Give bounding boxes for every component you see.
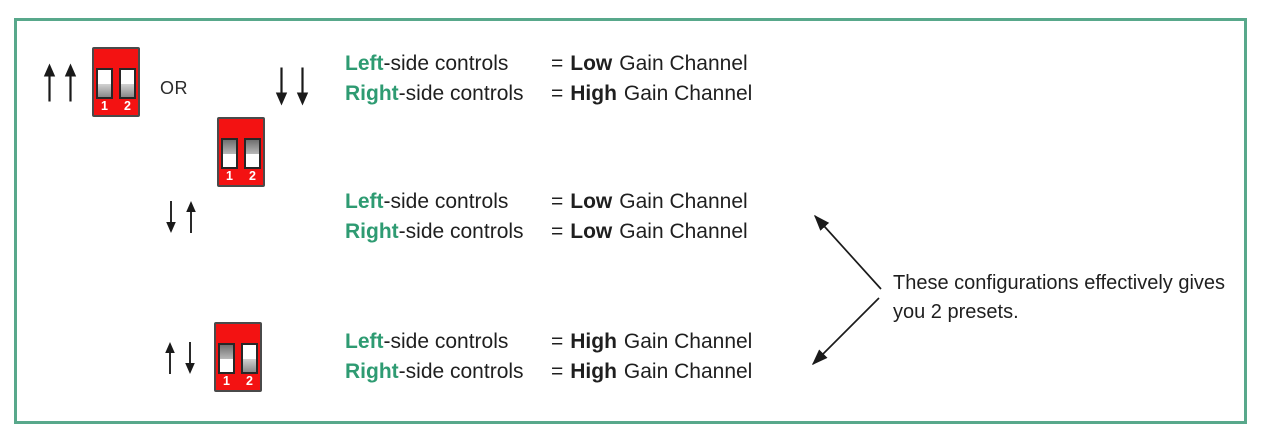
up-arrow-icon (185, 201, 197, 233)
up-arrow-icon (164, 342, 176, 374)
down-arrow-icon (184, 342, 196, 374)
row2-arrows (165, 201, 197, 233)
dip-switch-both-down: 1 2 (217, 117, 265, 187)
gain-word: High (570, 82, 617, 105)
gain-channel-text: Gain Channel (623, 360, 753, 383)
annotation-text: These configurations effectively gives y… (893, 272, 1226, 323)
side-word: Left (345, 52, 384, 75)
up-arrow-icon (64, 63, 77, 102)
equals-sign: = (551, 330, 564, 353)
side-suffix: -side controls (398, 360, 524, 383)
side-word: Left (345, 190, 384, 213)
pin-label-1: 1 (223, 374, 230, 388)
gain-channel-text: Gain Channel (619, 52, 748, 75)
gain-channel-text: Gain Channel (623, 330, 753, 353)
down-arrow-icon (165, 201, 177, 233)
side-suffix: -side controls (383, 190, 509, 213)
or-label: OR (160, 78, 188, 98)
side-label: Right-side controls (345, 79, 551, 109)
dip-pin-labels: 1 2 (216, 374, 260, 388)
equals-sign: = (551, 52, 564, 75)
side-label: Right-side controls (345, 357, 551, 387)
pin-label-1: 1 (101, 99, 108, 113)
gain-word: Low (570, 190, 613, 213)
dip-slot-2 (241, 343, 258, 374)
side-word: Right (345, 360, 399, 383)
equals-sign: = (551, 220, 564, 243)
up-arrow-icon (43, 63, 56, 102)
dip-slot-1 (221, 138, 238, 169)
side-suffix: -side controls (383, 52, 509, 75)
equals-sign: = (551, 360, 564, 383)
side-word: Left (345, 330, 384, 353)
pin-label-2: 2 (124, 99, 131, 113)
side-label: Left-side controls (345, 327, 551, 357)
dip-slot-2 (119, 68, 136, 99)
equals-sign: = (551, 82, 564, 105)
gain-channel-text: Gain Channel (619, 190, 748, 213)
dip-slot-2 (244, 138, 261, 169)
row1-left-arrows (43, 63, 77, 102)
dip-pin-labels: 1 2 (219, 169, 263, 183)
gain-word: High (570, 330, 617, 353)
gain-word: High (570, 360, 617, 383)
dip-slots (216, 343, 260, 374)
side-suffix: -side controls (398, 220, 524, 243)
side-label: Left-side controls (345, 187, 551, 217)
down-arrow-icon (275, 67, 288, 106)
row1-right-arrows (275, 67, 309, 106)
annotation-arrows (802, 205, 897, 375)
dip-slots (94, 68, 138, 99)
side-label: Right-side controls (345, 217, 551, 247)
pin-label-2: 2 (246, 374, 253, 388)
row3-arrows (164, 342, 196, 374)
pin-label-1: 1 (226, 169, 233, 183)
gain-word: Low (570, 52, 613, 75)
side-word: Right (345, 82, 399, 105)
down-arrow-icon (296, 67, 309, 106)
side-suffix: -side controls (398, 82, 524, 105)
dip-switch-both-up: 1 2 (92, 47, 140, 117)
side-word: Right (345, 220, 399, 243)
pin-label-2: 2 (249, 169, 256, 183)
side-suffix: -side controls (383, 330, 509, 353)
dip-slots (219, 138, 263, 169)
dip-slot-1 (96, 68, 113, 99)
dip-slot-1 (218, 343, 235, 374)
gain-word: Low (570, 220, 613, 243)
dip-switch-down-up: 1 2 (214, 322, 262, 392)
gain-channel-text: Gain Channel (623, 82, 753, 105)
side-label: Left-side controls (345, 49, 551, 79)
equals-sign: = (551, 190, 564, 213)
gain-channel-text: Gain Channel (619, 220, 748, 243)
dip-pin-labels: 1 2 (94, 99, 138, 113)
